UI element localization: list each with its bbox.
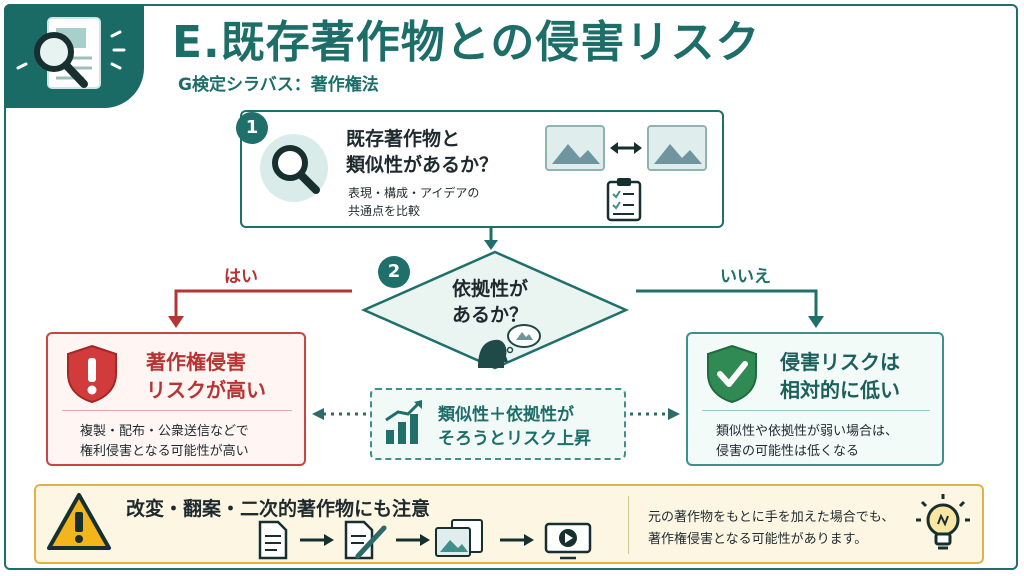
warning-triangle-icon (47, 493, 111, 550)
caution-title: 改変・翻案・二次的著作物にも注意 (126, 498, 431, 520)
high-risk-desc-line1: 複製・配布・公衆送信などで (80, 424, 249, 439)
yes-branch-label: はい (224, 267, 258, 287)
low-risk-desc-line2: 侵害の可能性は低くなる (716, 444, 860, 459)
high-risk-divider (62, 410, 292, 411)
caution-divider (628, 496, 629, 554)
check-shield-icon (707, 344, 757, 404)
combo-line1: 類似性＋依拠性が (438, 405, 574, 425)
image-comparison-icon (545, 125, 707, 222)
page-title: E.既存著作物との侵害リスク (172, 17, 761, 68)
combo-line2: そろうとリスク上昇 (438, 429, 591, 449)
high-risk-desc-line2: 権利侵害となる可能性が高い (80, 444, 249, 459)
warning-shield-icon (67, 344, 117, 404)
page-subtitle: G検定シラバス：著作権法 (178, 75, 379, 95)
rising-chart-icon (385, 400, 422, 444)
no-branch-label: いいえ (720, 267, 771, 287)
caution-desc-line2: 著作権侵害となる可能性があります。 (648, 532, 868, 547)
low-risk-title-line1: 侵害リスクは (780, 350, 900, 374)
caution-box (34, 484, 984, 564)
thinking-person-icon (478, 324, 541, 368)
magnifier-icon (260, 134, 328, 202)
low-risk-divider (702, 410, 930, 411)
high-risk-title-line1: 著作権侵害 (146, 350, 246, 374)
step1-note-line2: 共通点を比較 (348, 204, 421, 218)
derivative-work-flow-icons: ♪ (258, 519, 592, 560)
step-badge-2: 2 (378, 256, 410, 288)
step1-question-line2: 類似性があるか？ (346, 154, 499, 176)
step2-question-line2: あるか？ (452, 304, 529, 326)
step1-note-line1: 表現・構成・アイデアの (348, 186, 480, 200)
low-risk-title-line2: 相対的に低い (780, 378, 900, 402)
step-badge-1: 1 (236, 112, 268, 144)
step2-question-line1: 依拠性が (452, 278, 529, 300)
caution-desc-line1: 元の著作物をもとに手を加えた場合でも、 (648, 510, 895, 525)
lightbulb-icon (916, 494, 970, 550)
document-search-icon (16, 17, 126, 89)
step1-question-line1: 既存著作物と (346, 128, 461, 150)
high-risk-title-line2: リスクが高い (146, 378, 266, 402)
low-risk-desc-line1: 類似性や依拠性が弱い場合は、 (716, 424, 899, 439)
